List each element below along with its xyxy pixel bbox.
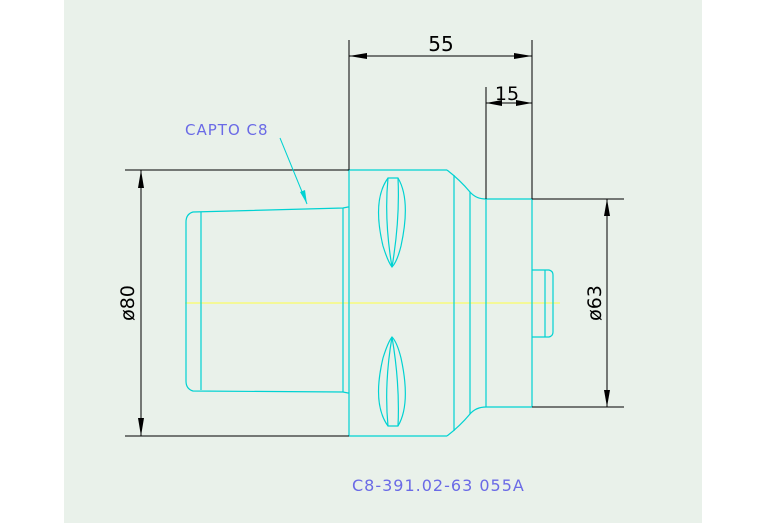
callout-label: CAPTO C8 <box>185 121 269 139</box>
dim-15-arrow-left <box>486 100 502 106</box>
dim-55-arrow-left <box>349 53 367 59</box>
dim-80-label: ø80 <box>117 285 139 321</box>
dimension-lines <box>125 40 624 437</box>
key-slot-bottom-inner <box>386 336 399 427</box>
dim-55-arrow-right <box>514 53 532 59</box>
dim-55-label: 55 <box>428 32 453 56</box>
dim-63-arrow-bottom <box>604 390 610 407</box>
dim-15-label: 15 <box>495 83 519 105</box>
capto-coupling <box>185 206 349 394</box>
part-outline <box>185 169 554 437</box>
spigot <box>532 269 554 338</box>
dim-63-label: ø63 <box>584 285 606 321</box>
dim-80-arrow-bottom <box>138 418 144 436</box>
dim-63-arrow-top <box>604 199 610 216</box>
key-slot-top-inner <box>386 177 399 268</box>
part-number: C8-391.02-63 055A <box>352 476 525 495</box>
callout-leader-arrow <box>300 190 307 204</box>
dim-80-arrow-top <box>138 170 144 188</box>
drawing-area <box>64 0 702 523</box>
dim-15-arrow-right <box>516 100 532 106</box>
